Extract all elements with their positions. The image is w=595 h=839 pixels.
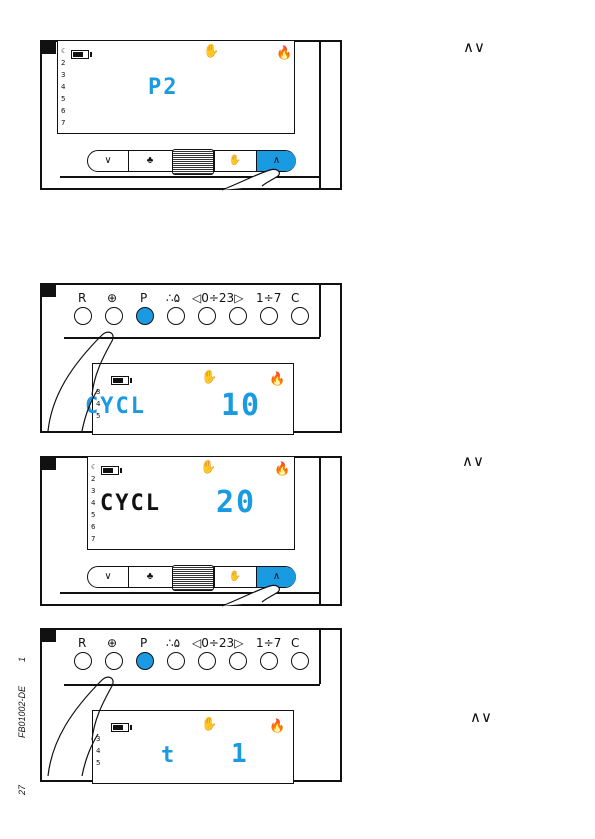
down-button[interactable]: ∨	[88, 567, 128, 587]
pointing-hand-icon	[222, 162, 292, 192]
key-extra[interactable]	[291, 307, 309, 325]
key-range[interactable]	[198, 307, 216, 325]
key-label-c: C	[291, 291, 299, 305]
key-label-range: ◁0÷23▷	[192, 291, 243, 305]
day-3: 3	[91, 485, 97, 497]
key-days[interactable]	[229, 652, 247, 670]
flame-icon: 🔥	[269, 719, 285, 734]
display-text: CYCL	[100, 491, 161, 516]
jester-icon: ♣	[147, 571, 154, 582]
key-extra[interactable]	[291, 652, 309, 670]
pointing-hand-icon	[42, 660, 152, 780]
lcd-display: ☾ 2 3 4 5 6 7 ✋ 🔥 P2	[57, 40, 295, 134]
manual-hand-icon: ✋	[201, 370, 217, 385]
display-value: 10	[221, 388, 261, 423]
display-value: 1	[231, 739, 249, 769]
key-label-r: R	[78, 291, 86, 305]
jester-icon: ♣	[147, 155, 154, 166]
down-button[interactable]: ∨	[88, 151, 128, 171]
key-range[interactable]	[198, 652, 216, 670]
day-7: 7	[91, 533, 97, 545]
display-text: t	[161, 743, 176, 768]
day-1: ☾	[61, 45, 67, 57]
display-value: 20	[216, 485, 256, 520]
flame-icon: 🔥	[276, 46, 292, 61]
flame-icon: 🔥	[274, 462, 290, 477]
key-label-range: ◁0÷23▷	[192, 636, 243, 650]
day-4: 4	[91, 497, 97, 509]
key-label-fan: ∴۵	[166, 636, 180, 650]
manual-hand-icon: ✋	[200, 460, 216, 475]
pointing-hand-icon	[42, 315, 152, 435]
lcd-display: ☾ 2 3 4 5 6 7 ✋ 🔥 CYCL 20	[87, 456, 295, 550]
key-label-r: R	[78, 636, 86, 650]
pointing-hand-icon	[222, 578, 292, 608]
key-label-p: P	[140, 636, 147, 650]
keypad-right-edge	[319, 630, 321, 684]
jester-button[interactable]: ♣	[128, 567, 171, 587]
doc-code: FB01002-DE	[17, 686, 27, 738]
key-fan[interactable]	[167, 307, 185, 325]
page-number: 27	[17, 785, 27, 795]
key-label-clock: ⊕	[107, 636, 117, 650]
sheet-number: 1	[17, 657, 27, 662]
key-fan[interactable]	[167, 652, 185, 670]
thermostat-panel-3: ☾ 2 3 4 5 6 7 ✋ 🔥 CYCL 20 ∨ ♣ ✋ ∧	[40, 456, 342, 606]
manual-hand-icon: ✋	[203, 44, 219, 59]
updown-symbol: ∧∨	[470, 708, 492, 726]
day-5: 5	[91, 509, 97, 521]
mode-slider[interactable]	[172, 149, 214, 175]
day-6: 6	[61, 105, 67, 117]
battery-icon	[101, 466, 119, 475]
day-6: 6	[91, 521, 97, 533]
key-label-clock: ⊕	[107, 291, 117, 305]
key-days[interactable]	[229, 307, 247, 325]
panel-corner	[42, 458, 56, 470]
manual-hand-icon: ✋	[201, 717, 217, 732]
day-7: 7	[61, 117, 67, 129]
display-value: P2	[148, 75, 179, 100]
updown-symbol: ∧∨	[463, 38, 485, 56]
keypad-panel-4: R ⊕ P ∴۵ ◁0÷23▷ 1÷7 C 3 4 5 ✋ 🔥 t 1	[40, 628, 342, 782]
day-numbers: ☾ 2 3 4 5 6 7	[91, 461, 97, 545]
panel-edge	[319, 42, 321, 188]
key-label-days: 1÷7	[256, 636, 281, 650]
key-c[interactable]	[260, 307, 278, 325]
updown-symbol: ∧∨	[462, 452, 484, 470]
day-3: 3	[61, 69, 67, 81]
day-5: 5	[61, 93, 67, 105]
day-1: ☾	[91, 461, 97, 473]
key-label-fan: ∴۵	[166, 291, 180, 305]
key-label-days: 1÷7	[256, 291, 281, 305]
key-label-p: P	[140, 291, 147, 305]
panel-corner	[42, 42, 56, 54]
key-c[interactable]	[260, 652, 278, 670]
day-4: 4	[61, 81, 67, 93]
day-2: 2	[91, 473, 97, 485]
flame-icon: 🔥	[269, 372, 285, 387]
keypad-panel-2: R ⊕ P ∴۵ ◁0÷23▷ 1÷7 C 3 4 5 ✋ 🔥 CYCL 10	[40, 283, 342, 433]
jester-button[interactable]: ♣	[128, 151, 171, 171]
day-2: 2	[61, 57, 67, 69]
thermostat-panel-1: ☾ 2 3 4 5 6 7 ✋ 🔥 P2 ∨ ♣ ✋ ∧	[40, 40, 342, 190]
panel-corner	[42, 630, 56, 642]
mode-slider[interactable]	[172, 565, 214, 591]
keypad-right-edge	[319, 285, 321, 337]
panel-corner	[42, 285, 56, 297]
battery-icon	[71, 50, 89, 59]
day-numbers: ☾ 2 3 4 5 6 7	[61, 45, 67, 129]
key-label-c: C	[291, 636, 299, 650]
panel-edge	[319, 458, 321, 604]
